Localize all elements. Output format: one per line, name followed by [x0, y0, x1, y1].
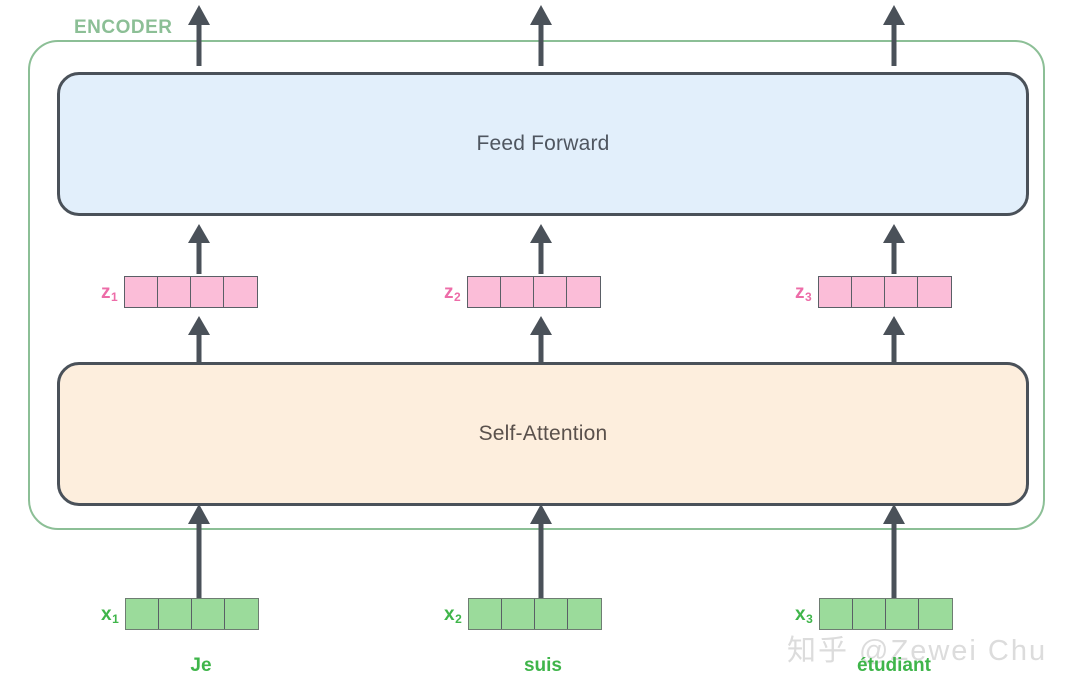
- vector-cell: [125, 277, 159, 307]
- vector-cell: [919, 599, 953, 629]
- vector-cell: [159, 599, 193, 629]
- x-vector-1: x1: [101, 598, 260, 630]
- x1-cells: [125, 598, 260, 630]
- output-arrow-3: [879, 4, 909, 66]
- x3-cells: [819, 598, 954, 630]
- vector-cell: [567, 277, 601, 307]
- word-label-1: Je: [190, 655, 212, 676]
- x1-label: x1: [101, 603, 119, 626]
- x3-to-selfattention-arrow: [879, 503, 909, 600]
- x-vector-2: x2: [444, 598, 603, 630]
- vector-cell: [568, 599, 602, 629]
- z2-to-feedforward-arrow: [526, 224, 556, 274]
- z1-cells: [124, 276, 259, 308]
- z3-label: z3: [795, 281, 812, 304]
- vector-cell: [192, 599, 226, 629]
- x2-label: x2: [444, 603, 462, 626]
- vector-cell: [126, 599, 160, 629]
- z3-to-feedforward-arrow: [879, 224, 909, 274]
- x2-to-selfattention-arrow: [526, 503, 556, 600]
- z2-cells: [467, 276, 602, 308]
- feed-forward-block: Feed Forward: [57, 72, 1029, 216]
- vector-cell: [501, 277, 535, 307]
- vector-cell: [158, 277, 192, 307]
- word-label-3: étudiant: [857, 655, 931, 676]
- self-attention-block: Self-Attention: [57, 362, 1029, 506]
- z-vector-3: z3: [795, 276, 953, 308]
- vector-cell: [535, 599, 569, 629]
- x1-to-selfattention-arrow: [184, 503, 214, 600]
- vector-cell: [225, 599, 259, 629]
- vector-cell: [853, 599, 887, 629]
- selfattention-to-z2-arrow: [526, 316, 556, 366]
- vector-cell: [820, 599, 854, 629]
- z-vector-2: z2: [444, 276, 602, 308]
- output-arrow-1: [184, 4, 214, 66]
- encoder-frame: [28, 40, 1045, 530]
- vector-cell: [502, 599, 536, 629]
- vector-cell: [918, 277, 952, 307]
- selfattention-to-z1-arrow: [184, 316, 214, 366]
- z-vector-1: z1: [101, 276, 259, 308]
- encoder-label: ENCODER: [74, 17, 173, 38]
- vector-cell: [886, 599, 920, 629]
- watermark: 知乎 @Zewei Chu: [787, 635, 1048, 667]
- x3-label: x3: [795, 603, 813, 626]
- self-attention-title: Self-Attention: [478, 422, 608, 445]
- vector-cell: [885, 277, 919, 307]
- x-vector-3: x3: [795, 598, 954, 630]
- z3-cells: [818, 276, 953, 308]
- x2-cells: [468, 598, 603, 630]
- z1-label: z1: [101, 281, 118, 304]
- word-label-2: suis: [523, 655, 563, 676]
- feed-forward-title: Feed Forward: [476, 132, 610, 155]
- z2-label: z2: [444, 281, 461, 304]
- z1-to-feedforward-arrow: [184, 224, 214, 274]
- selfattention-to-z3-arrow: [879, 316, 909, 366]
- vector-cell: [852, 277, 886, 307]
- vector-cell: [534, 277, 568, 307]
- vector-cell: [469, 599, 503, 629]
- vector-cell: [191, 277, 225, 307]
- vector-cell: [819, 277, 853, 307]
- vector-cell: [468, 277, 502, 307]
- output-arrow-2: [526, 4, 556, 66]
- vector-cell: [224, 277, 258, 307]
